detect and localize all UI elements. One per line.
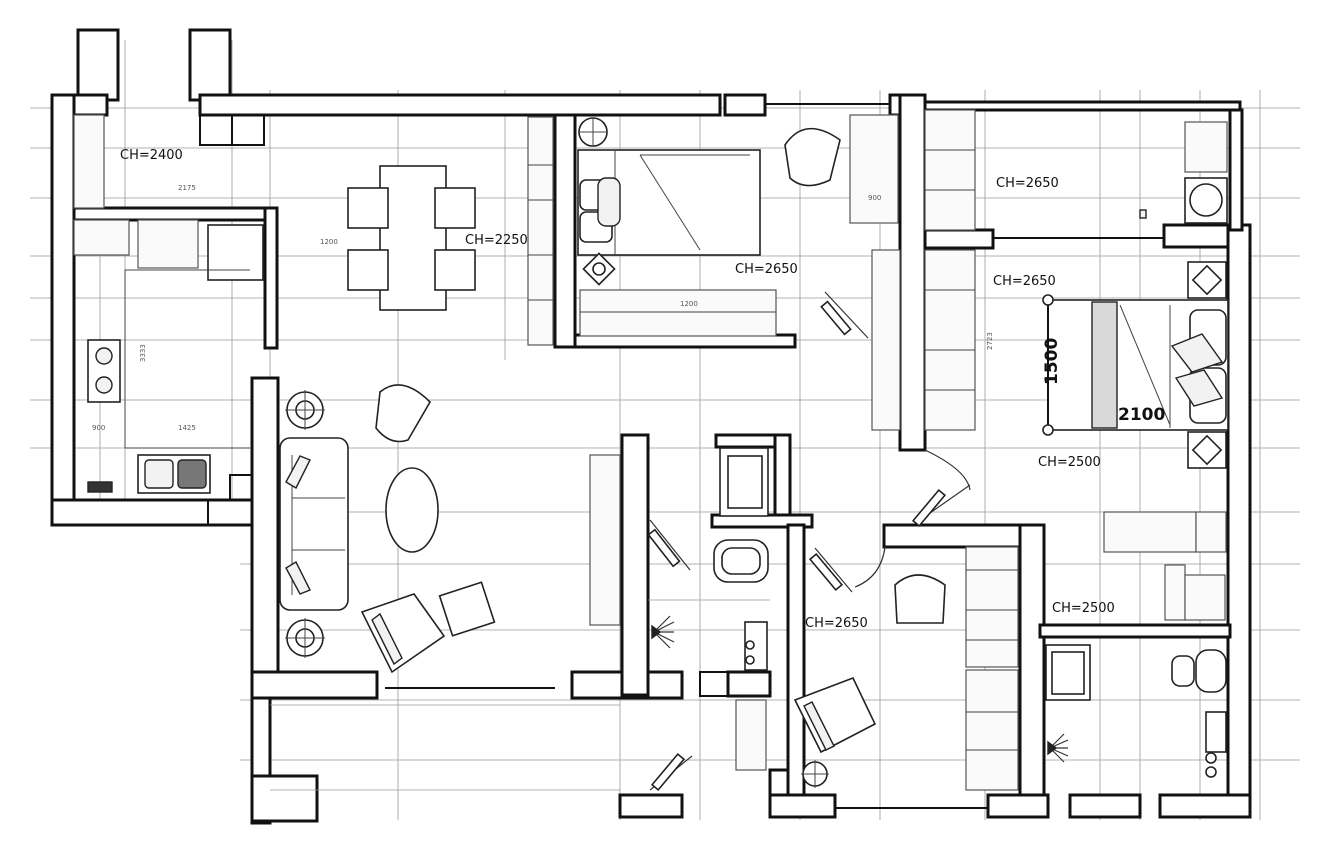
top-right-room: CH=2650: [924, 109, 1228, 231]
dimension-label: 1425: [178, 424, 196, 432]
right-bedroom: CH=2650 2100 1500 CH=2500: [911, 249, 1229, 528]
ceiling-height-master: CH=2650: [735, 262, 798, 277]
study: CH=2650: [793, 546, 1019, 791]
toilet-icon: [1195, 649, 1227, 693]
dimension-annotations: 3333 1425 900 900 1200 2723: [92, 194, 994, 432]
dimension-label: 3333: [139, 344, 147, 362]
ceiling-height-dining: CH=2250: [465, 233, 528, 248]
door-swing-icon: [650, 752, 686, 792]
partitions: [199, 103, 1164, 809]
bed-length-label: 2100: [1118, 405, 1165, 425]
armchair-icon: [793, 676, 877, 754]
dining-chair-icon: [434, 187, 476, 229]
walls: [50, 28, 1252, 825]
dimension-label: 1200: [320, 238, 338, 246]
dimension-label: 1200: [680, 300, 698, 308]
dimension-label: 2723: [986, 332, 994, 350]
living-room: [270, 384, 621, 791]
bed-width-label: 1500: [1042, 338, 1062, 385]
door-swing-icon: [911, 488, 947, 528]
ceiling-height-top-right: CH=2650: [996, 176, 1059, 191]
ceiling-height-right-room: CH=2650: [993, 274, 1056, 289]
ceiling-height-right-hall: CH=2500: [1038, 455, 1101, 470]
armchair-icon: [784, 127, 841, 187]
armchair-icon: [894, 574, 946, 624]
center-bath: [647, 447, 770, 792]
shower-icon: [1049, 733, 1069, 763]
dimension-label: 2175: [178, 184, 196, 192]
fridge-icon: [207, 224, 264, 281]
dining-chair-icon: [434, 249, 476, 291]
armchair-icon: [375, 384, 432, 443]
ceiling-height-study: CH=2650: [805, 616, 868, 631]
ottoman: [438, 581, 496, 637]
dining-chair-icon: [347, 249, 389, 291]
dining-area: CH=2250 2175 1200: [178, 116, 554, 346]
coffee-table: [385, 467, 439, 553]
kitchen: CH=2400: [73, 114, 264, 494]
armchair-icon: [360, 593, 446, 674]
sofa-icon: [279, 437, 349, 611]
door-swing-icon: [808, 552, 844, 592]
dining-chair-icon: [347, 187, 389, 229]
shower-icon: [653, 615, 675, 649]
right-bath: CH=2500: [1045, 511, 1227, 778]
ceiling-height-kitchen: CH=2400: [120, 148, 183, 163]
ceiling-height-right-bath: CH=2500: [1052, 601, 1115, 616]
dimension-label: 900: [868, 194, 881, 202]
dimension-label: 900: [92, 424, 105, 432]
master-bedroom: CH=2650: [577, 114, 901, 431]
door-swing-icon: [647, 528, 681, 568]
door-swing-icon: [820, 300, 852, 336]
